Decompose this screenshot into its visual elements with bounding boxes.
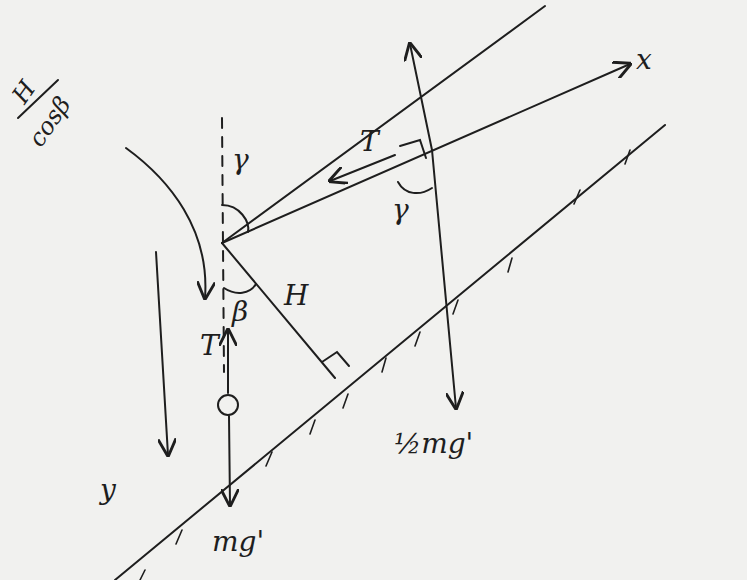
tension-arrow [330,155,395,181]
tension-arrow [227,330,229,393]
math-label: γ [232,146,249,174]
angle-arc [222,205,248,232]
right-angle [322,352,349,366]
mass-ball [218,395,238,415]
incline-line [115,125,665,580]
math-label: y [100,476,116,504]
fraction: Hcosβ [0,50,94,156]
weight-arrow [229,416,230,505]
math-label: β [232,298,248,326]
right-angle [400,140,426,158]
math-label: mg' [212,528,264,556]
y-axis [156,252,168,455]
x-axis [222,64,630,243]
angle-arc [224,284,256,293]
hatching [140,150,630,580]
math-label: ½mg' [394,430,473,458]
math-label: T [200,332,219,360]
height-line [222,243,335,378]
gravity-component [432,150,456,408]
angle-arc [398,182,432,193]
math-label: γ [392,196,409,224]
parallel-line [222,6,545,243]
math-label: T [360,128,379,156]
math-label: H [284,282,308,310]
math-label: H [8,77,40,108]
normal-force [410,44,432,150]
pointer-arrow [126,148,205,298]
math-label: x [636,46,652,74]
